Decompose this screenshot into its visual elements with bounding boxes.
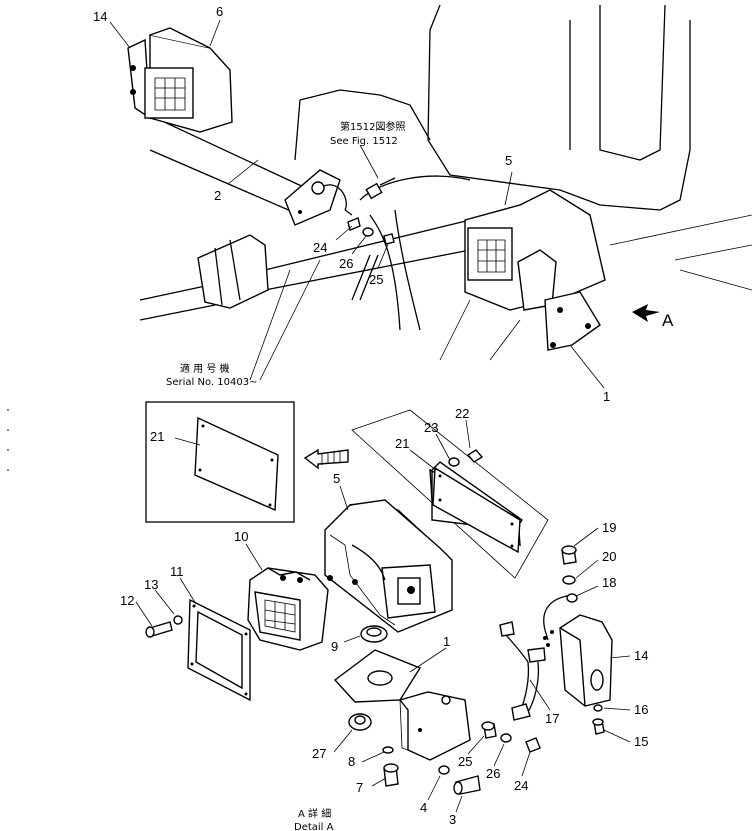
callout-5-mid: 5 [333,471,340,486]
callout-23: 23 [424,420,438,435]
callout-26-top: 26 [339,256,353,271]
replacement-arrow [303,448,349,470]
front-work-light [464,189,660,351]
callout-10: 10 [234,529,248,544]
screw-and-washer [145,615,183,638]
callout-9: 9 [331,639,338,654]
lamp-unit [247,567,329,651]
harness-fasteners [481,721,541,753]
callout-11: 11 [170,564,184,579]
lamp-housing [324,499,453,633]
callout-13: 13 [144,577,158,592]
callout-15: 15 [634,734,648,749]
callout-14-top: 14 [93,9,107,24]
cover-plate [351,409,549,579]
callout-22: 22 [455,406,469,421]
light-arm [139,119,471,321]
annotations: 第1512図参照 See Fig. 1512 適 用 号 機 Serial No… [166,120,674,831]
view-arrow-label: A [662,311,674,330]
callout-7: 7 [356,780,363,795]
tail-lamp-fasteners [561,545,578,603]
callout-1-top: 1 [603,389,610,404]
callout-25-top: 25 [369,272,383,287]
serial-jp: 適 用 号 機 [180,362,230,375]
callouts: 14 6 2 5 24 26 25 1 21 23 22 21 5 10 11 … [93,4,648,827]
callout-16: 16 [634,702,648,717]
callout-21-left: 21 [150,429,164,444]
detail-en: Detail A [294,822,334,831]
mounting-bracket [333,649,471,761]
callout-21-right: 21 [395,436,409,451]
side-lamp [559,614,613,735]
detail-jp: A 詳 細 [298,807,331,820]
fig-ref-jp: 第1512図参照 [340,120,405,133]
lamp-frame [187,598,251,702]
rear-work-light [127,27,233,133]
wiring-harness [499,594,573,721]
callout-8: 8 [348,754,355,769]
serial-en: Serial No. 10403~ [166,377,257,388]
callout-18: 18 [602,575,616,590]
callout-24-bottom: 24 [514,778,528,793]
callout-4: 4 [420,800,427,815]
callout-2: 2 [214,188,221,203]
callout-20: 20 [602,549,616,564]
callout-14-bottom: 14 [634,648,648,663]
serial-detail-box [145,401,295,523]
callout-6: 6 [216,4,223,19]
edge-marks [7,409,9,471]
top-fasteners [347,217,395,301]
leader-lines [109,19,631,813]
machine-background [249,4,752,381]
callout-24-top: 24 [313,240,327,255]
callout-12: 12 [120,593,134,608]
callout-26-bottom: 26 [486,766,500,781]
callout-25-bottom: 25 [458,754,472,769]
callout-3: 3 [449,812,456,827]
callout-17: 17 [545,711,559,726]
callout-19: 19 [602,520,616,535]
callout-27: 27 [312,746,326,761]
callout-1-bottom: 1 [443,634,450,649]
bracket-fasteners [348,713,481,795]
fig-ref-en: See Fig. 1512 [330,136,398,147]
callout-5-top: 5 [505,153,512,168]
grommet [360,625,388,643]
